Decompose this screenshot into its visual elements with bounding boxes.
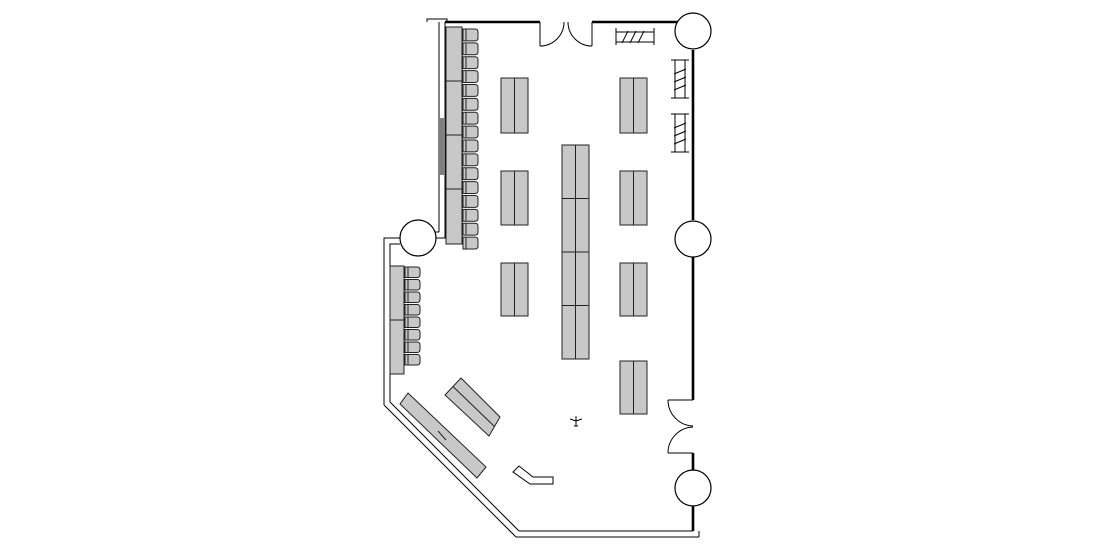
top-door <box>539 21 593 47</box>
chair-icon <box>462 125 479 139</box>
table-right-1 <box>619 77 648 134</box>
chair-icon <box>404 304 421 316</box>
right-door <box>667 399 694 454</box>
table-center-long <box>561 144 590 360</box>
column-top-right <box>674 12 712 50</box>
chair-icon <box>462 195 479 208</box>
diagonal-wall-inner <box>389 401 520 532</box>
top-left-wall-cap <box>426 18 448 22</box>
doors <box>539 21 694 454</box>
chair-icon <box>462 111 479 125</box>
column-left <box>399 219 437 257</box>
wall-racks <box>615 28 689 153</box>
chair-icon <box>462 42 479 56</box>
chair-icon <box>462 208 479 222</box>
chair-icon <box>404 329 421 341</box>
person-icon <box>569 416 583 427</box>
table-left-1 <box>500 77 529 134</box>
table-diagonal-1 <box>444 377 501 437</box>
columns <box>399 12 712 507</box>
lower-chairs <box>404 266 421 366</box>
chair-icon <box>404 266 421 278</box>
upper-seating <box>445 26 479 250</box>
chair-icon <box>462 236 479 250</box>
chair-icon <box>462 84 479 97</box>
desk-symbol <box>512 465 554 485</box>
chair-icon <box>462 167 479 181</box>
chair-icon <box>404 316 421 328</box>
top-wall-rack <box>615 28 655 45</box>
chair-icon <box>462 70 479 83</box>
chair-icon <box>404 354 421 366</box>
left-lower-wall-top-outer <box>383 237 400 405</box>
table-diagonal-2 <box>399 392 487 479</box>
chair-icon <box>462 139 479 153</box>
column-right-middle <box>674 220 712 258</box>
table-left-2 <box>500 170 529 226</box>
table-right-4 <box>619 360 648 415</box>
table-right-3 <box>619 262 648 317</box>
chair-icon <box>404 341 421 353</box>
table-left-3 <box>500 262 529 317</box>
diagonal-wall-outer <box>383 404 517 538</box>
upper-chairs <box>462 28 479 250</box>
chair-icon <box>462 56 479 70</box>
column-bottom-right <box>674 469 712 507</box>
chair-icon <box>462 181 479 194</box>
chair-icon <box>462 97 479 111</box>
chair-icon <box>462 222 479 236</box>
table-right-2 <box>619 170 648 226</box>
lower-seating <box>389 265 421 375</box>
chair-icon <box>462 153 479 167</box>
walls <box>383 18 700 538</box>
chair-icon <box>462 28 479 42</box>
chair-icon <box>404 291 421 303</box>
display-tables <box>399 77 648 479</box>
right-wall-rack-2 <box>671 113 689 153</box>
right-wall-rack-1 <box>671 59 689 99</box>
chair-icon <box>404 279 421 291</box>
